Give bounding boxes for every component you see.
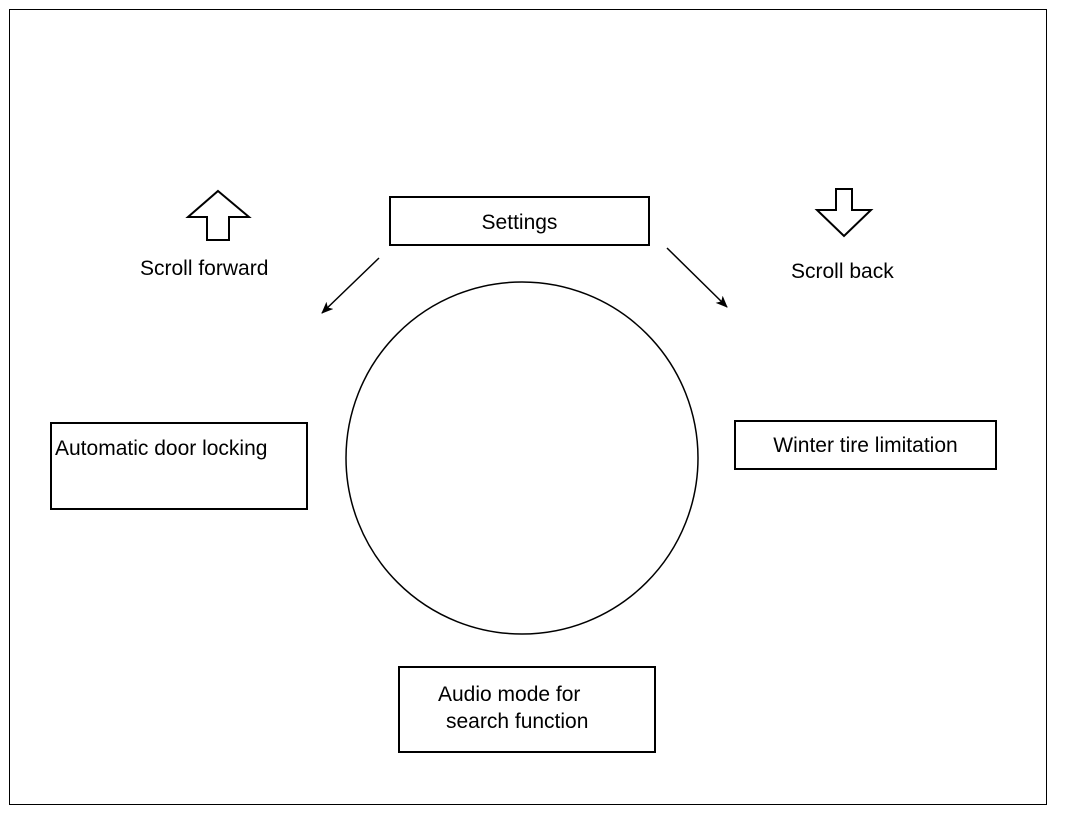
diagram-frame (9, 9, 1047, 805)
scroll-back-direction-arrow (666, 247, 728, 308)
hollow-arrow-down-icon (814, 188, 874, 238)
audio-mode-label-line2: search function (446, 710, 589, 733)
scroll-forward-label: Scroll forward (140, 257, 269, 280)
hollow-arrow-up-icon (185, 189, 252, 241)
audio-mode-label-line1: Audio mode for (438, 683, 581, 706)
scroll-forward-direction-arrow (321, 257, 380, 314)
rotary-dial-circle (345, 281, 699, 635)
scroll-back-label: Scroll back (791, 260, 894, 283)
automatic-door-locking-label: Automatic door locking (55, 437, 268, 460)
settings-box: Settings (389, 196, 650, 246)
automatic-door-locking-box: Automatic door locking (50, 422, 308, 510)
settings-label: Settings (481, 211, 558, 234)
winter-tire-limitation-label: Winter tire limitation (773, 434, 958, 457)
audio-mode-box: Audio mode for search function (398, 666, 656, 753)
winter-tire-limitation-box: Winter tire limitation (734, 420, 997, 470)
